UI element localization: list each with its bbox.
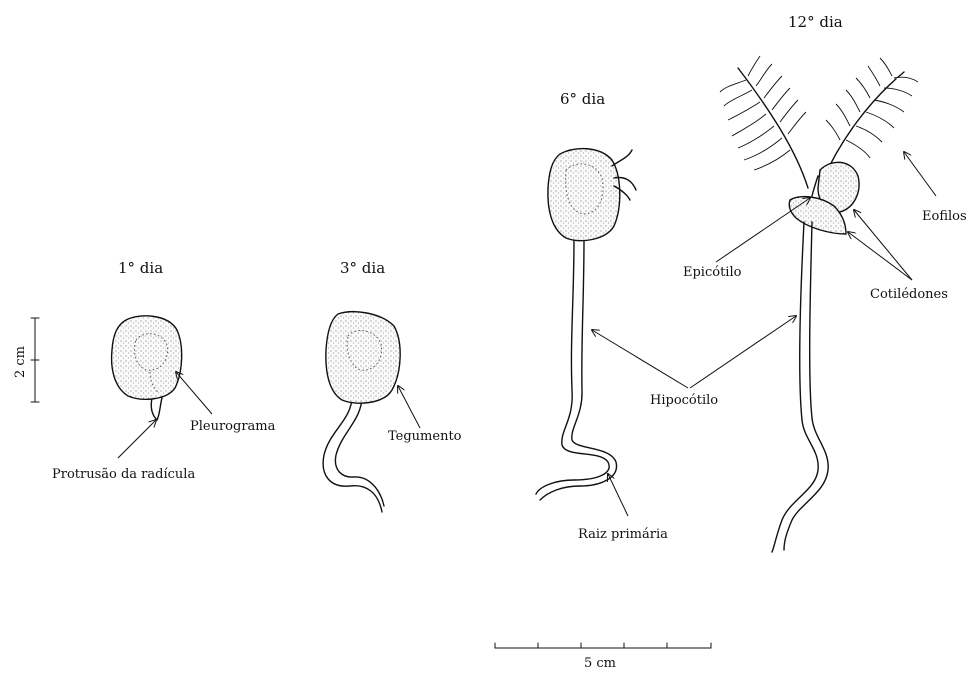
stage-title-day1: 1° dia bbox=[118, 259, 163, 277]
seed-day1 bbox=[112, 316, 182, 420]
stage-title-day3: 3° dia bbox=[340, 259, 385, 277]
seedling-day12 bbox=[720, 56, 918, 552]
arrow-hipocotilo-day12 bbox=[690, 316, 796, 388]
label-pleurograma: Pleurograma bbox=[190, 419, 276, 434]
horizontal-scale-bar bbox=[495, 643, 711, 648]
arrow-cotiledones-1 bbox=[854, 210, 912, 280]
arrow-raiz bbox=[608, 474, 628, 516]
arrow-pleurograma bbox=[176, 372, 212, 414]
leaf-left bbox=[720, 56, 808, 188]
arrow-tegumento bbox=[398, 386, 420, 428]
label-cotiledones: Cotilédones bbox=[870, 287, 948, 302]
label-hipocotilo: Hipocótilo bbox=[650, 393, 718, 408]
arrow-eofilos bbox=[904, 152, 936, 196]
seedling-day3 bbox=[323, 312, 400, 512]
arrow-hipocotilo-day6 bbox=[592, 330, 688, 388]
vertical-scale-label: 2 cm bbox=[13, 346, 28, 378]
label-epicotilo: Epicótilo bbox=[683, 265, 742, 280]
arrow-protrusao bbox=[118, 420, 156, 458]
arrow-epicotilo bbox=[716, 198, 810, 262]
stage-title-day12: 12° dia bbox=[788, 13, 843, 31]
arrow-cotiledones-2 bbox=[848, 232, 912, 280]
horizontal-scale-label: 5 cm bbox=[584, 656, 616, 671]
seedling-day6 bbox=[536, 149, 636, 500]
stage-title-day6: 6° dia bbox=[560, 90, 605, 108]
vertical-scale-bar bbox=[31, 318, 39, 402]
label-protrusao: Protrusão da radícula bbox=[52, 467, 195, 482]
label-tegumento: Tegumento bbox=[388, 429, 462, 444]
label-raiz: Raiz primária bbox=[578, 527, 668, 542]
label-eofilos: Eofilos bbox=[922, 209, 967, 224]
